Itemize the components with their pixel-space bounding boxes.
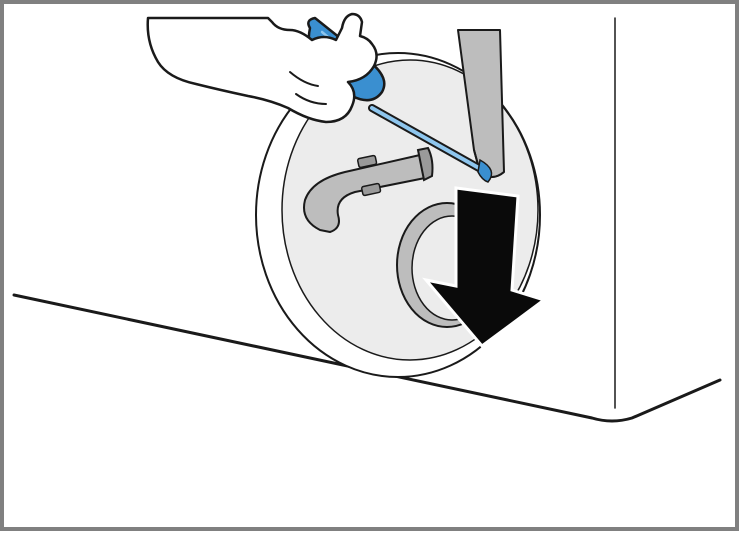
drain-hose-icon <box>303 146 434 233</box>
gloved-hand-finger-line <box>295 93 327 105</box>
drain-hose-plug <box>416 146 434 182</box>
drain-hose-clip-top <box>356 154 378 169</box>
appliance-body <box>12 17 722 423</box>
gloved-hand-icon <box>146 12 378 124</box>
gloved-hand-crease <box>289 71 319 87</box>
down-arrow-icon <box>422 186 548 349</box>
down-arrow-shape <box>422 186 548 349</box>
drain-hose-clip-bottom <box>360 182 382 197</box>
screwdriver-shaft <box>370 106 488 174</box>
gloved-hand-body <box>146 12 378 124</box>
appliance-base-line <box>12 293 722 423</box>
screwdriver-tip <box>477 158 493 183</box>
